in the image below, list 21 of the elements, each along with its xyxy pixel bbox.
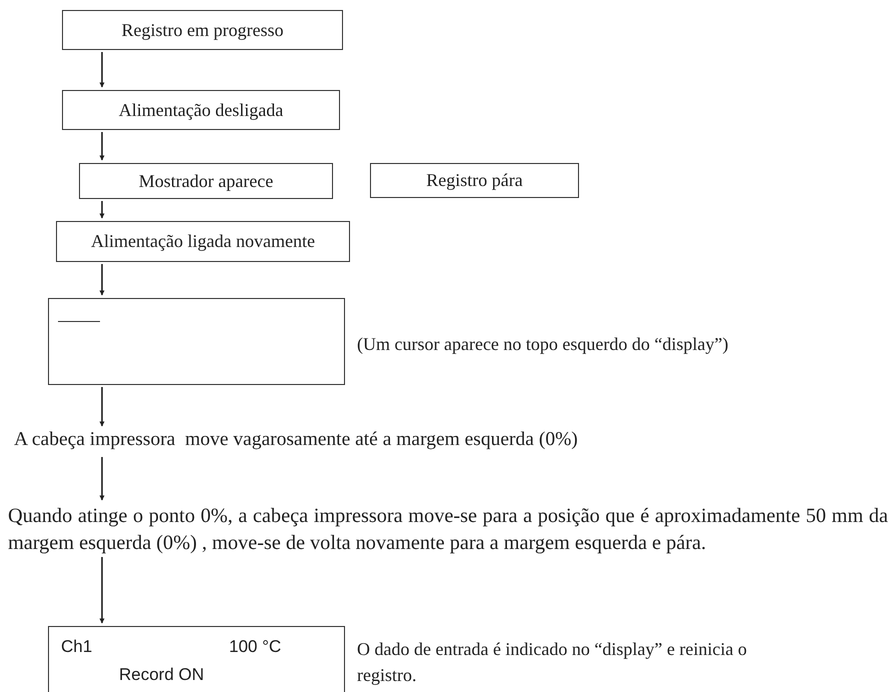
process-box: Alimentação ligada novamente (56, 221, 350, 262)
process-box: Mostrador aparece (79, 163, 333, 199)
temperature-value: 100 °C (229, 637, 282, 657)
arrow (100, 387, 104, 426)
arrow (100, 264, 104, 296)
channel-label: Ch1 (61, 637, 92, 657)
arrow (100, 52, 104, 88)
process-box: Registro em progresso (62, 10, 343, 50)
arrow (100, 557, 104, 624)
status-box: Registro pára (370, 163, 579, 198)
step-paragraph: Quando atinge o ponto 0%, a cabeça impressora move-se para a posição que é aproximadamente 50 mm da margem esquerda (0%) , move-se de volta novamente para a margem esquerda e pára. (8, 503, 888, 556)
arrow (100, 457, 104, 500)
display-screen (48, 626, 345, 692)
note-text: (Um cursor aparece no topo esquerdo do “display”) (357, 333, 730, 356)
record-status: Record ON (119, 665, 204, 685)
arrow (100, 132, 104, 160)
process-box: Alimentação desligada (62, 90, 340, 130)
note-text: O dado de entrada é indicado no “display” e reinicia o registro. (357, 638, 748, 687)
step-text: A cabeça impressora move vagarosamente até a margem esquerda (0%) (14, 429, 634, 455)
display-screen (48, 298, 345, 385)
arrow (100, 201, 104, 218)
